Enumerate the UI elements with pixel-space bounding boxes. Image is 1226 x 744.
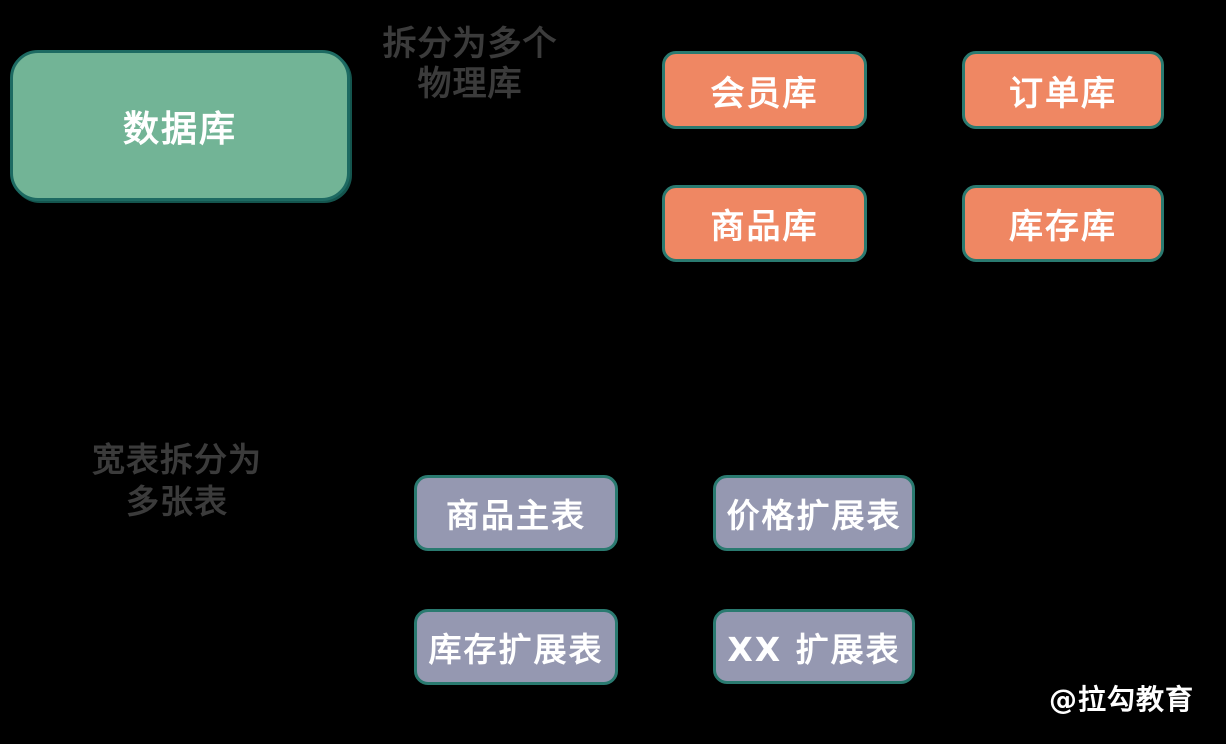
table-label: 价格扩展表 <box>726 496 902 535</box>
table-box-price-extension: 价格扩展表 <box>713 475 915 551</box>
physical-db-label: 订单库 <box>1009 73 1117 114</box>
database-box-label: 数据库 <box>122 108 237 150</box>
table-box-xx-extension: XX 扩展表 <box>713 609 915 684</box>
annotation-line: 拆分为多个 <box>382 24 558 64</box>
annotation-line: 宽表拆分为 <box>92 440 262 479</box>
table-label: 商品主表 <box>446 496 586 535</box>
table-box-inventory-extension: 库存扩展表 <box>414 609 618 685</box>
physical-db-box-inventory: 库存库 <box>962 185 1164 262</box>
physical-db-label: 库存库 <box>1009 207 1117 247</box>
annotation-line: 多张表 <box>126 482 228 521</box>
annotation-split-to-physical-dbs: 拆分为多个 物理库 <box>360 24 580 104</box>
physical-db-label: 商品库 <box>710 207 819 247</box>
watermark-text: @拉勾教育 <box>1048 683 1194 716</box>
table-label: XX 扩展表 <box>727 629 901 669</box>
physical-db-box-order: 订单库 <box>962 51 1164 129</box>
table-box-product-main: 商品主表 <box>414 475 618 551</box>
physical-db-box-product: 商品库 <box>662 185 867 262</box>
table-label: 库存扩展表 <box>428 630 604 669</box>
annotation-line: 物理库 <box>417 64 523 104</box>
physical-db-box-member: 会员库 <box>662 51 867 129</box>
physical-db-label: 会员库 <box>710 73 819 114</box>
database-box: 数据库 <box>10 50 350 201</box>
annotation-split-to-tables: 宽表拆分为 多张表 <box>67 439 287 523</box>
